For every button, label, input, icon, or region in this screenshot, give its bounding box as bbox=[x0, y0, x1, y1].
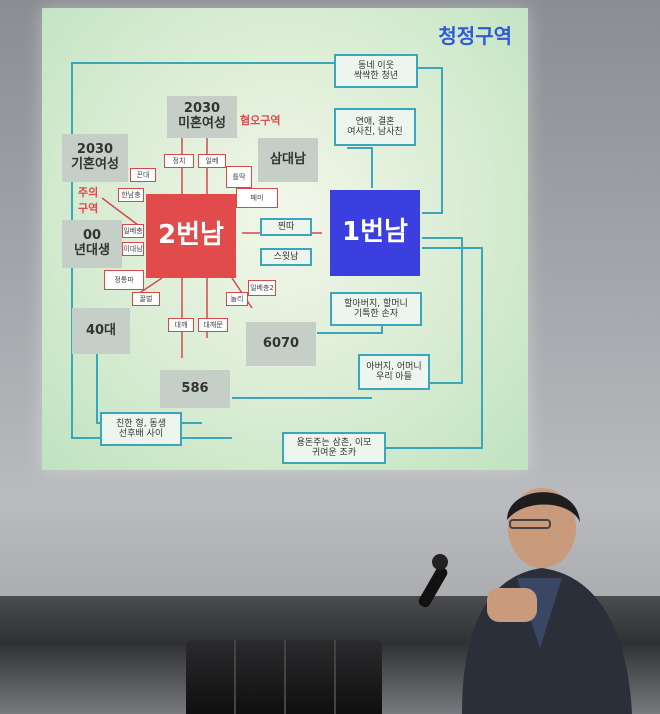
tag-11: 대깨 bbox=[168, 318, 194, 332]
tag-14: 일베충2 bbox=[248, 280, 276, 296]
tag-3: 틀딱 bbox=[226, 166, 252, 188]
tag-4: 꼰대 bbox=[130, 168, 156, 182]
box-grandparents: 할아버지, 할머니 기특한 손자 bbox=[330, 292, 422, 326]
tag-5: 한남충 bbox=[118, 188, 144, 202]
tag-8: 이대남 bbox=[122, 242, 144, 256]
tag-13: 놀리 bbox=[226, 292, 248, 306]
speaker bbox=[418, 488, 632, 714]
center-blue-box: 1번남 bbox=[330, 190, 420, 276]
box-romance: 연애, 결혼 여사친, 남사친 bbox=[334, 108, 416, 146]
tag-7: 일베충 bbox=[122, 224, 144, 238]
box-2030-single: 2030 미혼여성 bbox=[167, 96, 237, 138]
box-40s: 40대 bbox=[72, 308, 130, 354]
box-30s-male: 삼대남 bbox=[258, 138, 318, 182]
center-red-box: 2번남 bbox=[146, 194, 236, 278]
box-586: 586 bbox=[160, 370, 230, 408]
projected-slide: 청정구역 2030 미혼여성 2030 기혼여성 삼대남 00 년대생 40대 … bbox=[42, 8, 528, 470]
slide-title: 청정구역 bbox=[438, 24, 512, 48]
box-neighbors: 동네 이웃 싹싹한 청년 bbox=[334, 54, 418, 88]
tag-10: 꿀벌 bbox=[132, 292, 160, 306]
label-hate-zone: 혐오구역 bbox=[240, 114, 281, 127]
box-6070: 6070 bbox=[246, 322, 316, 366]
box-2030-married: 2030 기혼여성 bbox=[62, 134, 128, 182]
label-caution-zone: 주의 구역 bbox=[78, 186, 99, 215]
tag-2: 일베 bbox=[198, 154, 226, 168]
box-seniors: 친한 형, 동생 선후배 사이 bbox=[100, 412, 182, 446]
tag-9: 정통파 bbox=[104, 270, 144, 290]
box-parents: 아버지, 어머니 우리 아들 bbox=[358, 354, 430, 390]
box-nephew: 용돈주는 삼촌, 이모 귀여운 조카 bbox=[282, 432, 386, 464]
tag-1: 정치 bbox=[164, 154, 194, 168]
chair bbox=[186, 640, 382, 714]
tag-12: 대깨문 bbox=[198, 318, 228, 332]
box-sweet: 스윗남 bbox=[260, 248, 312, 266]
box-00s: 00 년대생 bbox=[62, 220, 122, 268]
tag-6: 페미 bbox=[236, 188, 278, 208]
box-jjinta: 찐따 bbox=[260, 218, 312, 236]
